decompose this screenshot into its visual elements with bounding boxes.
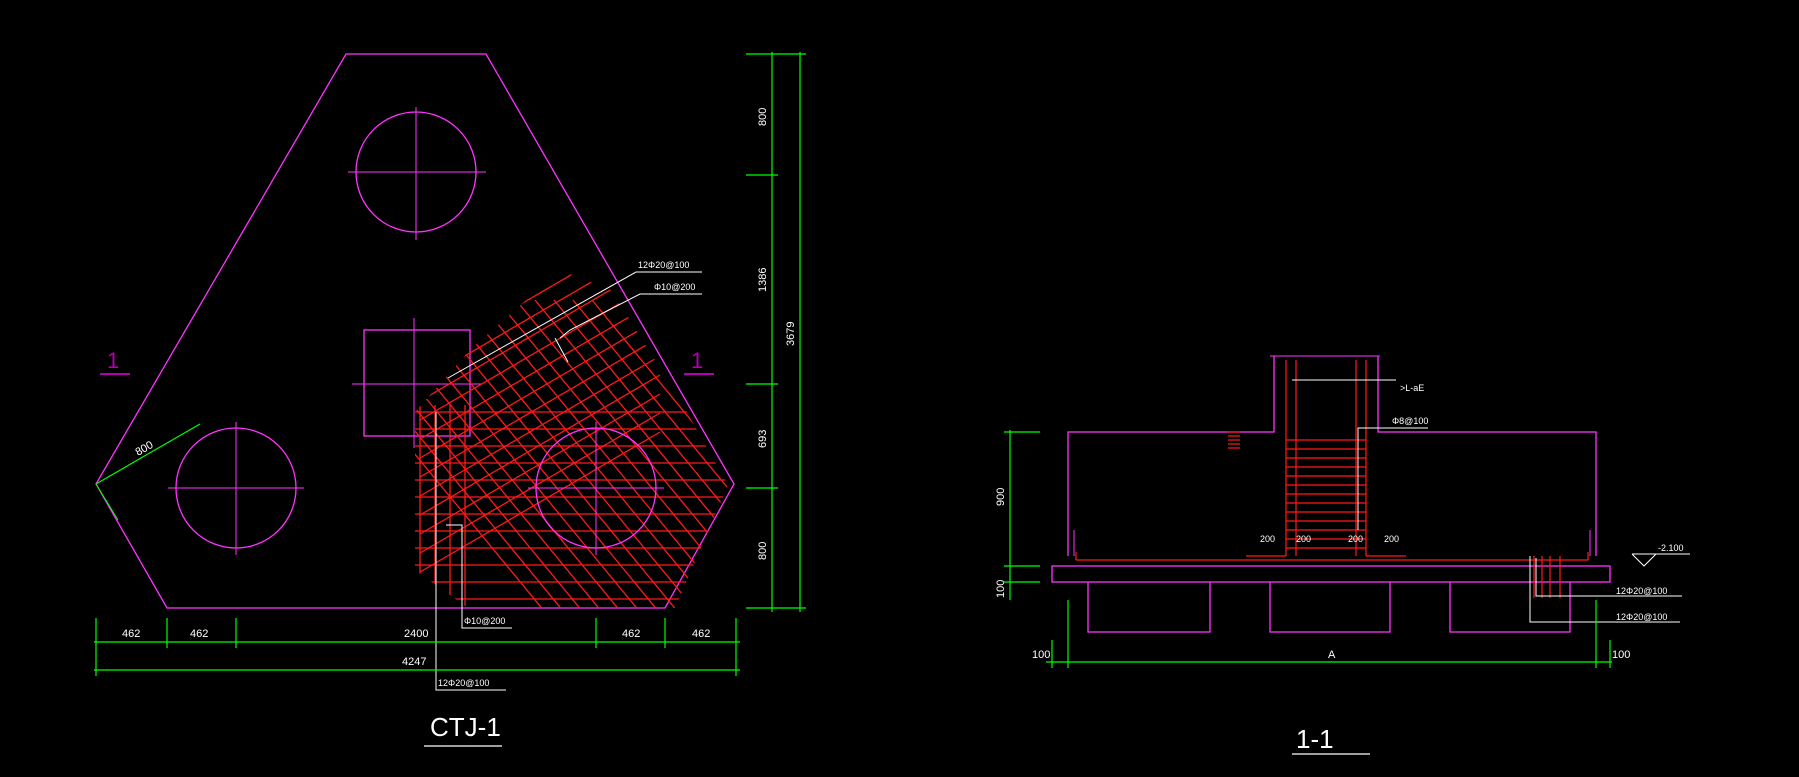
dim-100-right: 100	[1612, 649, 1630, 661]
column-note: >L-aE	[1400, 383, 1424, 393]
rebar-label-1: 12Φ20@100	[638, 260, 689, 270]
dim-900: 900	[995, 488, 1007, 506]
rebar-diagonal	[420, 128, 660, 268]
plan-view: 12Φ20@100 Φ10@200 Φ10@200 12Φ20@100 1 1 …	[94, 52, 806, 747]
section-height-dims	[1004, 430, 1040, 600]
rebar-diagonal	[415, 299, 607, 608]
rebar-diagonal	[419, 317, 661, 459]
rebar-diagonal	[419, 298, 661, 440]
rebar-diagonal	[419, 412, 661, 554]
svg-text:-2.100: -2.100	[1658, 543, 1684, 553]
dim-462-b: 462	[190, 628, 208, 640]
rebar-diagonal	[415, 299, 626, 608]
rebar-diagonal	[415, 299, 664, 608]
dim-462-a: 462	[122, 628, 140, 640]
svg-text:1: 1	[107, 348, 119, 373]
gap-2: 200	[1296, 534, 1311, 544]
gap-3: 200	[1348, 534, 1363, 544]
dim-a: A	[1328, 649, 1336, 661]
rebar-diagonal	[415, 299, 588, 608]
rebar-diagonal	[419, 393, 661, 535]
pile-right	[528, 422, 664, 555]
plan-title: CTJ-1	[430, 712, 501, 742]
gap-4: 200	[1384, 534, 1399, 544]
dim-100-left: 100	[1032, 649, 1050, 661]
bottom-rebar-2: 12Φ20@100	[1616, 612, 1667, 622]
dim-800-top: 800	[757, 108, 769, 126]
dim-462-c: 462	[622, 628, 640, 640]
elevation-marker: -2.100	[1631, 543, 1690, 567]
rebar-diagonal	[419, 270, 661, 345]
rebar-diagonal	[419, 431, 661, 573]
column-outline	[363, 329, 471, 437]
rebar-label-2: Φ10@200	[654, 282, 695, 292]
section-rebar	[1075, 360, 1589, 598]
section-mark-right: 1	[684, 348, 714, 375]
rebar-diagonal	[515, 299, 728, 608]
rebar-diagonal	[419, 270, 661, 326]
rebar-diagonal	[419, 270, 661, 307]
pile-cap-outline	[95, 53, 735, 609]
rebar-diagonal	[591, 299, 728, 608]
rebar-label-3: Φ10@200	[464, 616, 505, 626]
section-leaders	[1292, 379, 1682, 623]
rebar-diagonal	[439, 299, 721, 608]
dim-1386: 1386	[757, 268, 769, 292]
section-column-outline	[1067, 356, 1275, 556]
dim-800-bottom: 800	[757, 542, 769, 560]
section-mark-left: 1	[100, 348, 130, 375]
rebar-leaders	[435, 271, 702, 691]
section-piles	[1087, 582, 1571, 633]
svg-text:1: 1	[691, 348, 703, 373]
pile-distance-dimension: 800	[95, 423, 201, 521]
bottom-dimension-chain	[94, 618, 740, 676]
rebar-diagonal	[419, 336, 661, 478]
section-title: 1-1	[1296, 724, 1334, 754]
rebar-diagonal	[415, 299, 645, 608]
bottom-rebar-1: 12Φ20@100	[1616, 586, 1667, 596]
rebar-label-4: 12Φ20@100	[438, 678, 489, 688]
rebar-diagonal	[419, 374, 661, 516]
section-view: >L-aE Φ8@100 200 200 200 200 -2.100 12Φ2…	[995, 355, 1690, 755]
dim-2400: 2400	[404, 628, 428, 640]
rebar-diagonal	[415, 299, 569, 608]
section-bottom-dims	[1046, 600, 1612, 668]
rebar-diagonal	[415, 299, 683, 608]
pile-top	[348, 107, 486, 240]
pile-left	[168, 422, 304, 555]
dim-100-vert: 100	[995, 580, 1007, 598]
rebar-diagonal	[496, 299, 728, 608]
dim-4247: 4247	[402, 656, 426, 668]
rebar-diagonal	[419, 270, 661, 402]
section-cap-outline	[1051, 565, 1611, 583]
svg-text:800: 800	[134, 439, 156, 459]
stirrup-label: Φ8@100	[1392, 416, 1428, 426]
rebar-diagonal	[477, 299, 728, 608]
rebar-diagonal	[572, 299, 728, 608]
right-dimension-chain	[746, 52, 806, 612]
rebar-diagonal	[534, 299, 728, 608]
dim-693: 693	[757, 430, 769, 448]
dim-462-d: 462	[692, 628, 710, 640]
rebar-diagonal	[553, 299, 728, 608]
dim-3679: 3679	[785, 322, 797, 346]
rebar-diagonal	[419, 355, 661, 497]
gap-1: 200	[1260, 534, 1275, 544]
